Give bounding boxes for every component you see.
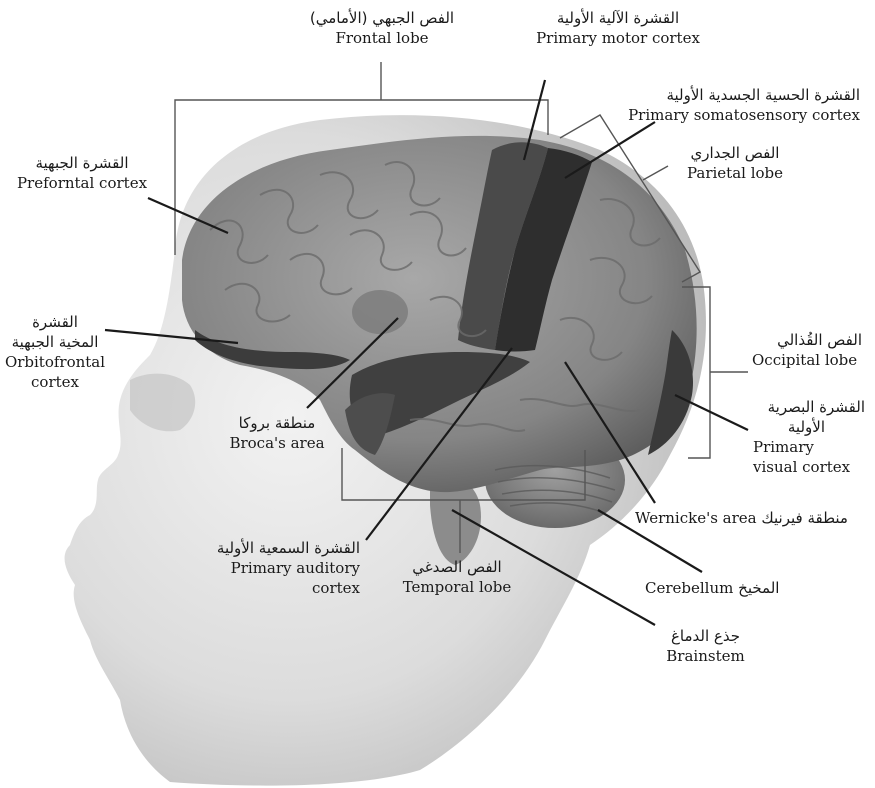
label-orbitofrontal-cortex: القشرة المخية الجبهية Orbitofrontal cort… xyxy=(0,312,110,392)
prefrontal-english: Preforntal cortex xyxy=(2,173,162,193)
orbitofrontal-english-1: Orbitofrontal xyxy=(0,352,110,372)
label-primary-auditory-cortex: القشرة السمعية الأولية Primary auditory … xyxy=(170,538,360,598)
orbitofrontal-english-2: cortex xyxy=(0,372,110,392)
temporal-lobe-arabic: الفص الصدغي xyxy=(392,557,522,577)
brainstem-english: Brainstem xyxy=(648,646,763,666)
label-prefrontal-cortex: القشرة الجبهية Preforntal cortex xyxy=(2,153,162,193)
parietal-lobe-arabic: الفص الجداري xyxy=(660,143,810,163)
auditory-english-1: Primary auditory xyxy=(170,558,360,578)
label-brocas-area: منطقة بروكا Broca's area xyxy=(222,413,332,453)
broca-region xyxy=(352,290,408,334)
auditory-arabic: القشرة السمعية الأولية xyxy=(170,538,360,558)
frontal-lobe-arabic: الفص الجبهي (الأمامي) xyxy=(282,8,482,28)
wernicke-arabic: منطقة فيرنيك xyxy=(761,509,848,527)
brainstem-arabic: جذع الدماغ xyxy=(648,626,763,646)
parietal-lobe-english: Parietal lobe xyxy=(660,163,810,183)
somatosensory-english: Primary somatosensory cortex xyxy=(595,105,860,125)
occipital-lobe-english: Occipital lobe xyxy=(752,350,872,370)
temporal-lobe-english: Temporal lobe xyxy=(392,577,522,597)
cerebellum-english: Cerebellum xyxy=(645,579,733,597)
label-cerebellum: Cerebellum المخيخ xyxy=(645,578,820,598)
visual-cortex-english-1: Primary xyxy=(730,437,865,457)
label-brainstem: جذع الدماغ Brainstem xyxy=(648,626,763,666)
label-temporal-lobe: الفص الصدغي Temporal lobe xyxy=(392,557,522,597)
label-wernickes-area: Wernicke's area منطقة فيرنيك xyxy=(635,508,865,528)
prefrontal-arabic: القشرة الجبهية xyxy=(2,153,162,173)
visual-cortex-arabic-1: القشرة البصرية xyxy=(730,397,865,417)
somatosensory-arabic: القشرة الحسية الجسدية الأولية xyxy=(595,85,860,105)
label-primary-visual-cortex: القشرة البصرية الأولية Primary visual co… xyxy=(730,397,865,477)
orbitofrontal-arabic-2: المخية الجبهية xyxy=(0,332,110,352)
broca-arabic: منطقة بروكا xyxy=(222,413,332,433)
broca-english: Broca's area xyxy=(222,433,332,453)
cerebellum-arabic: المخيخ xyxy=(738,579,779,597)
occipital-lobe-arabic: الفص القُذالي xyxy=(752,330,862,350)
label-parietal-lobe: الفص الجداري Parietal lobe xyxy=(660,143,810,183)
visual-cortex-english-2: visual cortex xyxy=(730,457,865,477)
label-frontal-lobe: الفص الجبهي (الأمامي) Frontal lobe xyxy=(282,8,482,48)
auditory-english-2: cortex xyxy=(170,578,360,598)
orbitofrontal-arabic-1: القشرة xyxy=(0,312,110,332)
label-primary-motor-cortex: القشرة الآلية الأولية Primary motor cort… xyxy=(518,8,718,48)
label-somatosensory-cortex: القشرة الحسية الجسدية الأولية Primary so… xyxy=(595,85,860,125)
label-occipital-lobe: الفص القُذالي Occipital lobe xyxy=(752,330,872,370)
primary-motor-arabic: القشرة الآلية الأولية xyxy=(518,8,718,28)
frontal-lobe-english: Frontal lobe xyxy=(282,28,482,48)
visual-cortex-arabic-2: الأولية xyxy=(730,417,865,437)
primary-motor-english: Primary motor cortex xyxy=(518,28,718,48)
wernicke-english: Wernicke's area xyxy=(635,509,757,527)
